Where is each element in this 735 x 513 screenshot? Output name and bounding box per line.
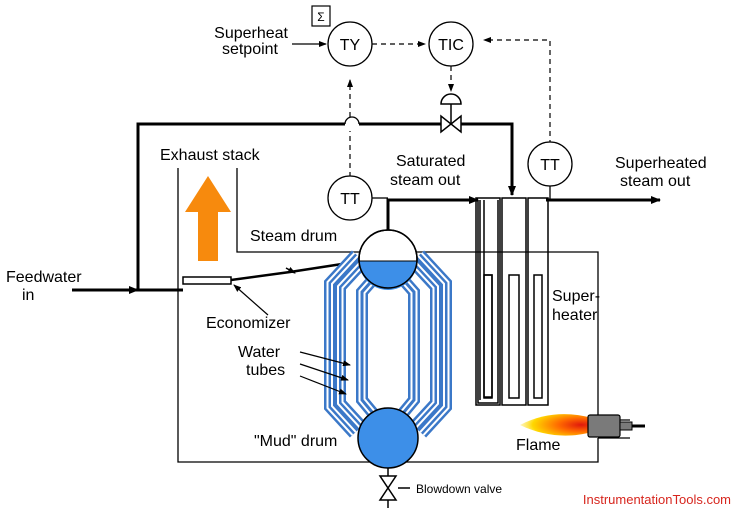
tt-saturated-label: TT: [340, 191, 360, 208]
mud-drum: [357, 407, 419, 469]
superheater-label-2: heater: [552, 307, 598, 324]
superheated-steam-label-2: steam out: [620, 173, 691, 190]
tic-instrument: TIC: [428, 21, 474, 67]
water-tubes-label-1: Water: [238, 344, 281, 361]
watermark: InstrumentationTools.com: [583, 492, 731, 507]
signal-crossover: [344, 116, 360, 125]
ty-label: TY: [340, 37, 361, 54]
saturated-steam-label-1: Saturated: [396, 153, 465, 170]
saturated-steam-label-2: steam out: [390, 172, 461, 189]
exhaust-stack-label: Exhaust stack: [160, 147, 261, 164]
feedwater-label-2: in: [22, 287, 34, 304]
burner: [520, 414, 645, 438]
superheat-setpoint-label-2: setpoint: [222, 41, 279, 58]
superheated-steam-label-1: Superheated: [615, 155, 707, 172]
superheater: [475, 197, 549, 406]
superheater-label-1: Super-: [552, 288, 600, 305]
feedwater-label-1: Feedwater: [6, 269, 82, 286]
economizer: [182, 260, 356, 285]
tt-superheated-label: TT: [540, 157, 560, 174]
signal-lines: [347, 37, 551, 177]
water-tubes-label-2: tubes: [246, 362, 285, 379]
economizer-label: Economizer: [206, 315, 291, 332]
steam-drum: [358, 229, 418, 290]
summer-box: Σ: [311, 5, 331, 27]
ty-instrument: TY: [327, 21, 373, 67]
mud-drum-label: "Mud" drum: [254, 433, 337, 450]
steam-pipes: [386, 196, 661, 232]
feedwater-pipe: [72, 122, 516, 294]
blowdown-valve[interactable]: [378, 468, 410, 508]
tt-superheated-instrument: TT: [527, 141, 573, 187]
steam-drum-label: Steam drum: [250, 228, 337, 245]
blowdown-valve-label: Blowdown valve: [416, 482, 502, 496]
label-pointers: [233, 284, 351, 395]
flame-icon: [520, 414, 592, 436]
water-tubes: [324, 250, 452, 438]
flame-label: Flame: [516, 437, 561, 454]
summer-symbol: Σ: [317, 10, 324, 24]
tic-label: TIC: [438, 37, 464, 54]
superheat-setpoint-label-1: Superheat: [214, 25, 288, 42]
text-labels: Superheat setpoint Exhaust stack Saturat…: [6, 25, 731, 507]
tt-saturated-instrument: TT: [327, 175, 373, 221]
feedwater-control-valve[interactable]: [440, 93, 462, 134]
exhaust-arrow: [185, 176, 231, 261]
tt-connections: [372, 186, 551, 200]
